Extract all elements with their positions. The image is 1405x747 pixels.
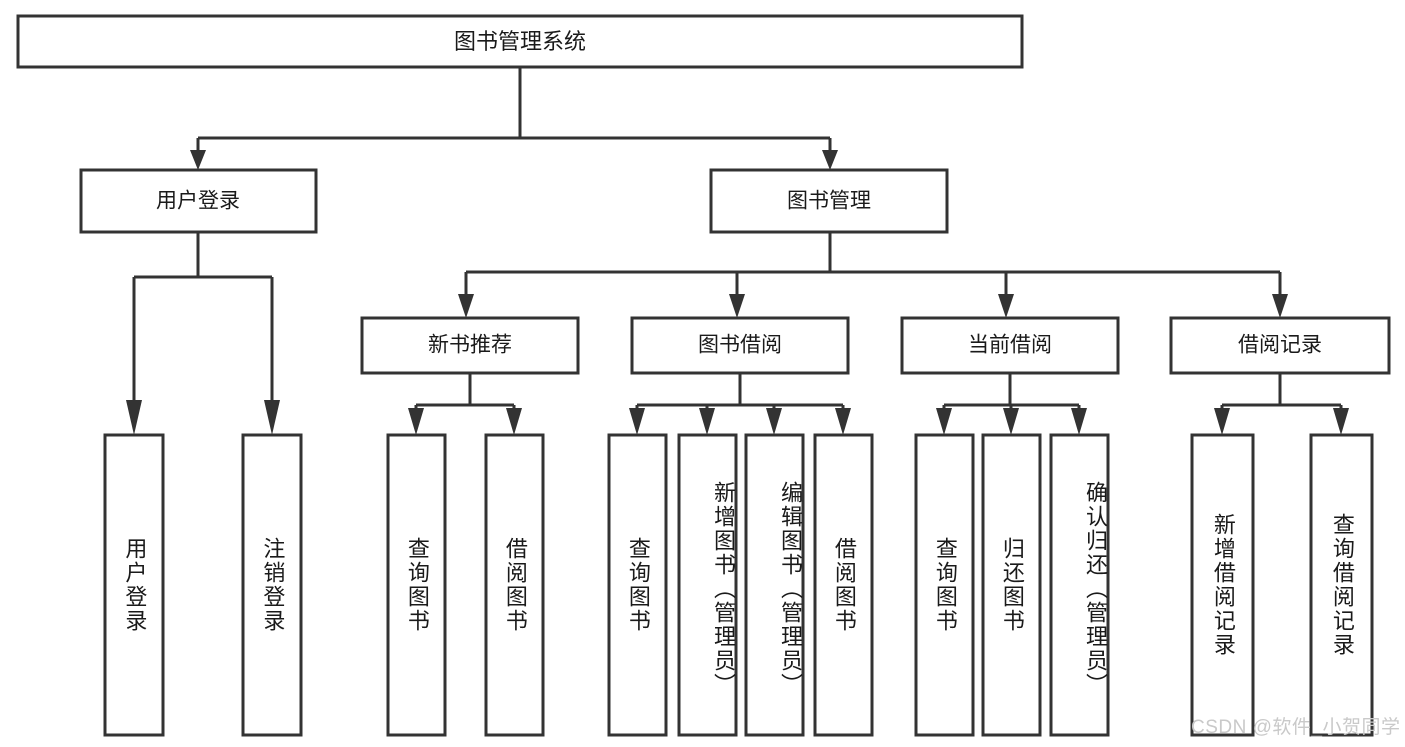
leaf-box-cb-return-book[interactable] (981, 433, 1042, 737)
leaf-box-bb-borrow-book[interactable] (813, 433, 874, 737)
arrow-head-book-manage (822, 150, 838, 170)
node-user-login-label: 用户登录 (156, 190, 240, 213)
node-current-borrow-box[interactable] (900, 316, 1120, 375)
leaf-box-br-query-record[interactable] (1309, 433, 1374, 737)
leaf-box-cb-query-book[interactable] (914, 433, 975, 737)
arrow-head-cb-leaf-1 (936, 408, 952, 435)
arrow-head-bb-leaf-2 (699, 408, 715, 435)
node-borrow-record[interactable]: 借阅记录 (1169, 316, 1391, 375)
node-book-manage-label: 图书管理 (787, 190, 871, 213)
node-book-borrow[interactable]: 图书借阅 (630, 316, 850, 375)
arrow-head-book-borrow (729, 294, 745, 318)
arrow-head-bb-leaf-4 (835, 408, 851, 435)
leaf-box-logout[interactable] (241, 433, 303, 737)
node-root-box[interactable] (16, 14, 1024, 69)
arrow-head-leaf-logout (264, 400, 280, 435)
leaf-box-nb-query-book[interactable] (386, 433, 447, 737)
arrow-head-br-leaf-1 (1214, 408, 1230, 435)
node-current-borrow-label: 当前借阅 (968, 334, 1052, 357)
node-user-login[interactable]: 用户登录 (79, 168, 318, 234)
node-current-borrow[interactable]: 当前借阅 (900, 316, 1120, 375)
node-new-book-recommend-label: 新书推荐 (428, 334, 512, 357)
arrow-head-br-leaf-2 (1333, 408, 1349, 435)
node-new-book-recommend-box[interactable] (360, 316, 580, 375)
arrow-head-cb-leaf-3 (1071, 408, 1087, 435)
node-book-manage-box[interactable] (709, 168, 949, 234)
leaf-box-bb-query-book[interactable] (607, 433, 668, 737)
arrow-head-cb-leaf-2 (1003, 408, 1019, 435)
csdn-watermark: CSDN @软件_小贺同学 (1191, 717, 1401, 738)
node-borrow-record-label: 借阅记录 (1238, 334, 1322, 357)
leaf-box-nb-borrow-book[interactable] (484, 433, 545, 737)
node-borrow-record-box[interactable] (1169, 316, 1391, 375)
leaf-box-bb-edit-book[interactable] (744, 433, 805, 737)
arrow-head-bb-leaf-1 (629, 408, 645, 435)
leaf-box-user-login[interactable] (103, 433, 165, 737)
leaf-box-cb-confirm-return[interactable] (1049, 433, 1110, 737)
arrow-head-borrow-record (1272, 294, 1288, 318)
node-root-label: 图书管理系统 (454, 29, 586, 54)
node-book-borrow-box[interactable] (630, 316, 850, 375)
leaf-box-br-add-record[interactable] (1190, 433, 1255, 737)
leaf-box-bb-add-book[interactable] (677, 433, 738, 737)
connector-layer (126, 67, 1349, 435)
arrow-head-new-book (458, 294, 474, 318)
node-book-borrow-label: 图书借阅 (698, 334, 782, 357)
arrow-head-user-login (190, 150, 206, 170)
arrow-head-leaf-user-login (126, 400, 142, 435)
node-new-book-recommend[interactable]: 新书推荐 (360, 316, 580, 375)
node-book-manage[interactable]: 图书管理 (709, 168, 949, 234)
arrow-head-current-borrow (998, 294, 1014, 318)
node-user-login-box[interactable] (79, 168, 318, 234)
node-root[interactable]: 图书管理系统 (16, 14, 1024, 69)
arrow-head-bb-leaf-3 (766, 408, 782, 435)
arrow-head-nb-leaf-2 (506, 408, 522, 435)
arrow-head-nb-leaf-1 (408, 408, 424, 435)
